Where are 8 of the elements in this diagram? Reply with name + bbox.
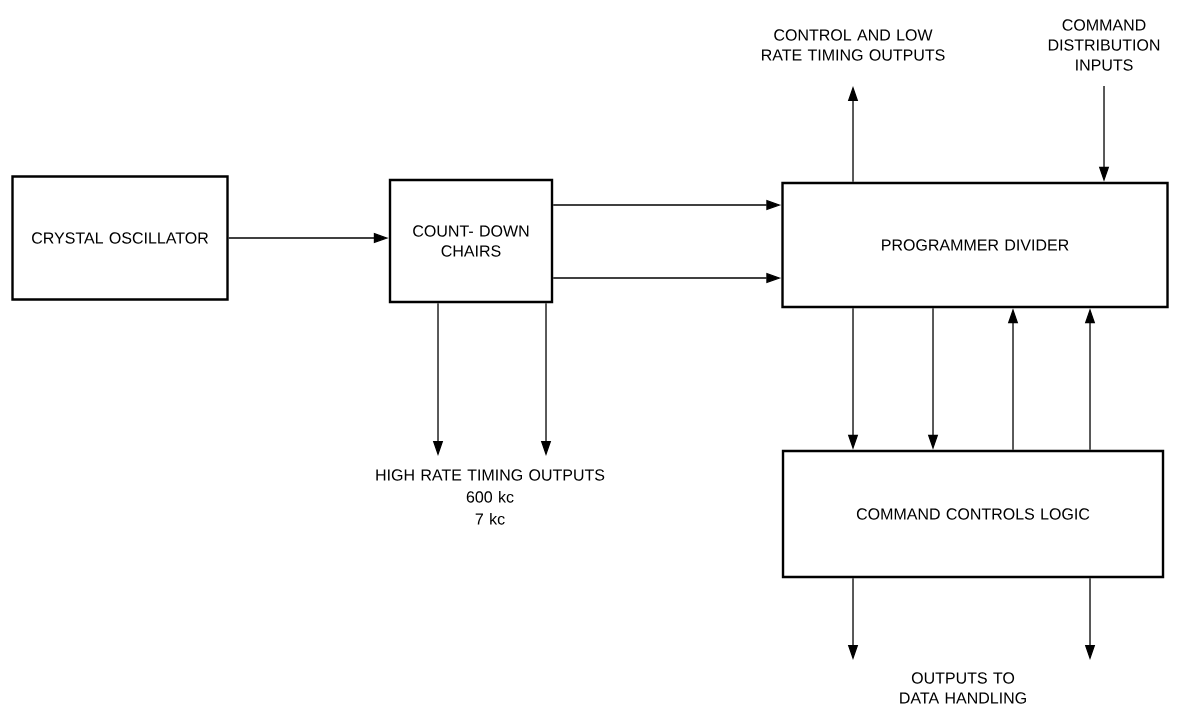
signal-label: COMMAND DISTRIBUTION INPUTS (1048, 19, 1160, 71)
signal-label: OUTPUTS TO DATA HANDLING (900, 672, 1026, 704)
block-box: CRYSTAL OSCILLATOR (11, 175, 229, 301)
block-box: COUNT- DOWN CHAIRS (388, 178, 554, 304)
signal-label: CONTROL AND LOW RATE TIMING OUTPUTS (762, 29, 945, 61)
signal-label: HIGH RATE TIMING OUTPUTS 600 kc 7 kc (376, 469, 605, 525)
block-box: COMMAND CONTROLS LOGIC (781, 449, 1165, 579)
block-box: PROGRAMMER DIVIDER (781, 181, 1169, 309)
